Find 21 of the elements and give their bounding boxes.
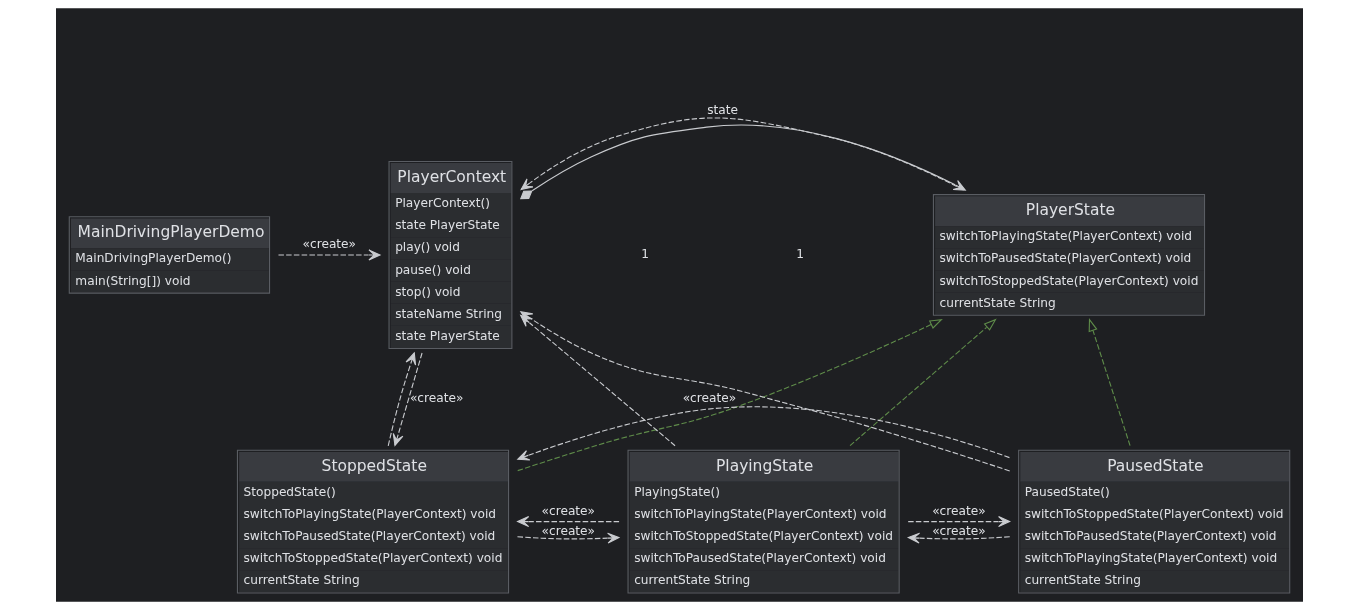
- arrow: [849, 318, 997, 447]
- edge-label: state: [706, 102, 738, 117]
- edge-label: «create»: [409, 391, 463, 406]
- edge-label: «create»: [541, 503, 595, 518]
- label: 1: [795, 247, 804, 262]
- edge-label: «create»: [541, 523, 595, 538]
- arrow: [516, 516, 620, 528]
- arrow: [516, 319, 943, 472]
- arrow: [516, 532, 619, 544]
- arrow: [392, 352, 423, 447]
- arrow: [907, 532, 1010, 544]
- label: 1: [640, 247, 649, 262]
- edge-label: «create»: [931, 503, 986, 518]
- arrow: [516, 406, 1010, 461]
- edge-label: «create»: [931, 523, 986, 538]
- edge-label: «create»: [302, 237, 356, 252]
- edge-label: «create»: [682, 391, 736, 406]
- arrow: [277, 249, 381, 261]
- arrow: [1088, 318, 1131, 447]
- arrow: [387, 352, 416, 447]
- arrow: [907, 516, 1010, 528]
